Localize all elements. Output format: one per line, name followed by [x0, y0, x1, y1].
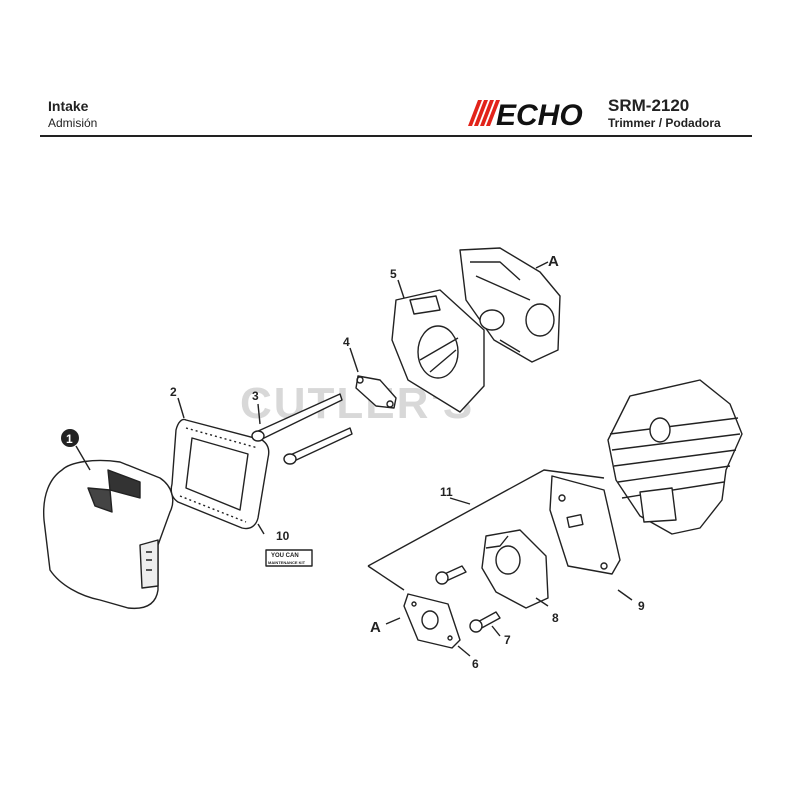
air-filter	[170, 418, 270, 530]
header-divider	[40, 135, 752, 137]
page-subtitle: Admisión	[48, 116, 98, 130]
air-cleaner-cover	[43, 459, 174, 610]
callout-ref-a-top: A	[548, 253, 559, 270]
page-title: Intake	[48, 98, 89, 114]
insulator	[481, 529, 549, 609]
callout-11: 11	[440, 485, 453, 499]
carburetor-gasket	[403, 593, 461, 649]
callout-10: 10	[276, 529, 290, 543]
kit-label-line1: YOU CAN	[271, 553, 299, 559]
callout-7: 7	[504, 633, 511, 647]
kit-label-line2: MAINTENANCE KIT	[268, 560, 306, 565]
callout-5: 5	[390, 267, 397, 281]
carburetor	[459, 247, 561, 363]
cylinder-gasket	[549, 475, 621, 575]
callout-marker-1	[61, 429, 79, 447]
callout-9: 9	[638, 599, 645, 613]
callout-4: 4	[343, 335, 350, 349]
callout-ref-a-bottom: A	[370, 619, 381, 636]
gasket-plate	[355, 375, 397, 409]
group-bracket-top	[367, 469, 605, 567]
callout-8: 8	[552, 611, 559, 625]
callout-6: 6	[472, 657, 479, 671]
brand-wordmark: ECHO	[496, 99, 583, 128]
callout-3: 3	[252, 389, 259, 403]
bolts	[251, 393, 353, 465]
callout-2: 2	[170, 385, 177, 399]
model-description: Trimmer / Podadora	[608, 116, 721, 130]
air-cleaner-case	[391, 289, 485, 413]
echo-logo: ECHO	[462, 98, 602, 133]
insulator-screws	[435, 565, 501, 633]
cylinder	[607, 379, 743, 535]
group-bracket-bottom	[367, 565, 405, 591]
model-number: SRM-2120	[608, 96, 690, 115]
callout-1: 1	[66, 432, 73, 446]
kit-label-box	[265, 549, 313, 567]
